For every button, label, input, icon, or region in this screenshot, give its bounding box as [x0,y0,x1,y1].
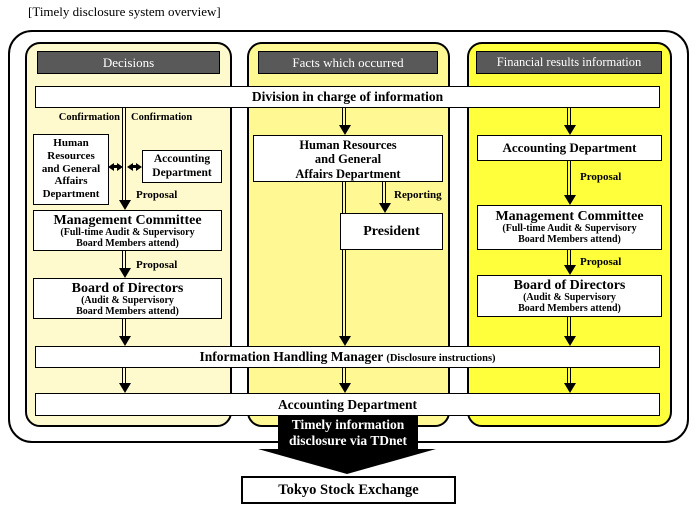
arrow-down-icon [567,108,571,125]
board-of-directors-title: Board of Directors [71,281,184,296]
board-of-directors-box: Board of Directors (Audit & Supervisory … [477,275,662,317]
board-of-directors-title: Board of Directors [513,278,626,293]
accounting-department-bar: Accounting Department [35,393,660,416]
arrow-head-icon [119,336,131,346]
header-decisions: Decisions [37,51,220,74]
proposal-label: Proposal [580,256,622,268]
accounting-dept-box: Accounting Department [477,135,662,161]
arrow-head-icon [379,203,391,213]
tdnet-banner: Timely information disclosure via TDnet [278,416,418,449]
arrow-down-icon [342,108,346,125]
arrow-head-icon [564,336,576,346]
arrow-head-icon [339,125,351,135]
arrow-head-icon [119,200,131,210]
confirmation-label-left: Confirmation [58,112,120,123]
arrow-down-icon [382,182,386,203]
management-committee-title: Management Committee [53,213,202,228]
management-committee-title: Management Committee [495,209,644,224]
arrow-down-icon [122,368,126,384]
double-arrow-icon [127,162,142,171]
tokyo-stock-exchange-box: Tokyo Stock Exchange [241,476,456,504]
arrow-down-icon [122,251,126,268]
big-down-arrow-icon [258,449,436,474]
arrow-head-icon [119,268,131,278]
page-title: [Timely disclosure system overview] [28,4,221,19]
arrow-down-icon [567,161,571,195]
ihm-sub: (Disclosure instructions) [386,353,496,364]
arrow-down-icon [122,108,126,200]
double-arrow-icon [108,162,123,171]
arrow-down-icon [567,368,571,384]
proposal-label: Proposal [136,189,178,201]
ihm-title: Information Handling Manager [199,349,383,364]
arrow-head-icon [564,125,576,135]
proposal-label: Proposal [136,259,178,271]
arrow-head-icon [564,265,576,275]
hr-general-affairs-dept-box: Human Resources and General Affairs Depa… [33,134,109,205]
arrow-down-icon [567,250,571,265]
arrow-down-icon [122,319,126,336]
arrow-head-icon [564,195,576,205]
arrow-down-icon [342,182,346,336]
division-in-charge-bar: Division in charge of information [35,86,660,108]
header-financial: Financial results information [476,51,662,74]
arrow-head-icon [119,383,131,393]
management-committee-sub: (Full-time Audit & Supervisory Board Mem… [502,223,637,245]
header-facts: Facts which occurred [258,51,438,74]
confirmation-label-right: Confirmation [131,112,193,123]
board-of-directors-sub: (Audit & Supervisory Board Members atten… [76,295,179,317]
accounting-dept-box: Accounting Department [142,150,222,183]
arrow-head-icon [564,383,576,393]
arrow-head-icon [339,383,351,393]
board-of-directors-sub: (Audit & Supervisory Board Members atten… [518,292,621,314]
management-committee-sub: (Full-time Audit & Supervisory Board Mem… [60,227,195,249]
president-box: President [340,213,443,250]
board-of-directors-box: Board of Directors (Audit & Supervisory … [33,278,222,319]
arrow-down-icon [567,317,571,336]
management-committee-box: Management Committee (Full-time Audit & … [33,210,222,251]
management-committee-box: Management Committee (Full-time Audit & … [477,205,662,250]
reporting-label: Reporting [394,189,442,201]
arrow-down-icon [342,368,346,384]
information-handling-manager-bar: Information Handling Manager (Disclosure… [35,346,660,368]
hr-general-affairs-dept-box: Human Resources and General Affairs Depa… [253,135,443,182]
proposal-label: Proposal [580,171,622,183]
arrow-head-icon [339,336,351,346]
